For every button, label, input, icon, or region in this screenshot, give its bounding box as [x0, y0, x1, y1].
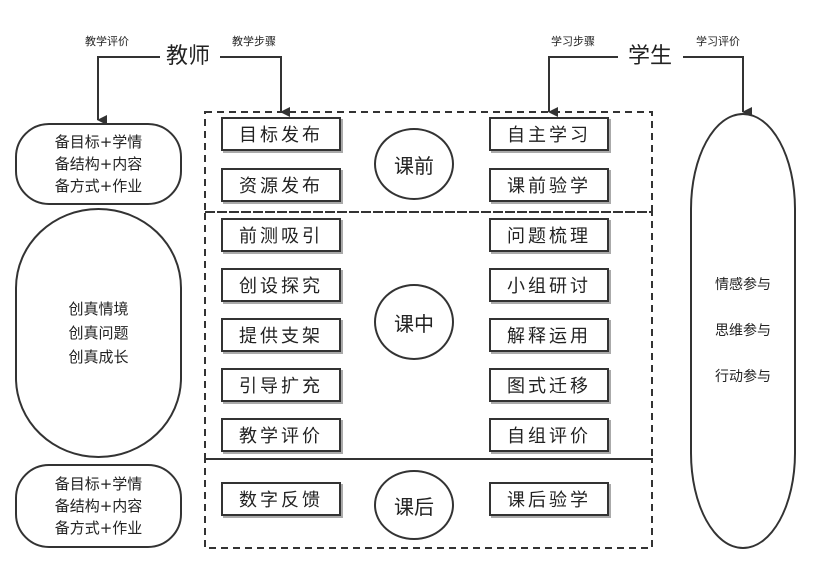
phase-during-class: 课中	[374, 284, 454, 360]
student-title: 学生	[628, 44, 673, 69]
teacher-steps-label: 教学步骤	[232, 35, 276, 48]
phase-before-class: 课前	[374, 128, 454, 200]
during-class-frame	[204, 211, 653, 460]
right-participation-item: 行动参与	[715, 369, 771, 385]
phase-after-class: 课后	[374, 470, 454, 540]
teacher-step-box: 提供支架	[221, 318, 341, 352]
teacher-step-box: 目标发布	[221, 117, 341, 151]
left-prep-item: 备目标+学情	[54, 475, 143, 493]
left-create-ellipse: 创真情境 创真问题 创真成长	[15, 208, 182, 458]
left-create-item: 创真成长	[68, 348, 129, 366]
teacher-step-box: 前测吸引	[221, 218, 341, 252]
teacher-step-box: 数字反馈	[221, 482, 341, 516]
student-step-box: 问题梳理	[489, 218, 609, 252]
student-step-box: 课前验学	[489, 168, 609, 202]
student-eval-arrow	[683, 56, 752, 117]
student-step-box: 自组评价	[489, 418, 609, 452]
right-participation-ellipse: 情感参与 思维参与 行动参与	[690, 113, 796, 549]
student-eval-label: 学习评价	[696, 35, 740, 48]
teacher-step-box: 引导扩充	[221, 368, 341, 402]
before-class-frame	[204, 111, 653, 213]
student-steps-label: 学习步骤	[551, 35, 595, 48]
left-prep-pill-bottom: 备目标+学情 备结构+内容 备方式+作业	[15, 464, 182, 548]
teacher-steps-arrow	[220, 56, 290, 117]
teacher-title: 教师	[166, 44, 211, 69]
right-participation-item: 思维参与	[715, 323, 771, 339]
left-create-item: 创真问题	[68, 324, 129, 342]
student-step-box: 小组研讨	[489, 268, 609, 302]
teacher-step-box: 资源发布	[221, 168, 341, 202]
left-prep-item: 备方式+作业	[54, 177, 143, 195]
left-prep-item: 备方式+作业	[54, 519, 143, 537]
student-step-box: 图式迁移	[489, 368, 609, 402]
student-steps-arrow	[548, 56, 618, 117]
left-prep-item: 备目标+学情	[54, 133, 143, 151]
teacher-eval-arrow	[97, 56, 160, 125]
right-participation-item: 情感参与	[715, 277, 771, 293]
student-step-box: 自主学习	[489, 117, 609, 151]
teacher-step-box: 创设探究	[221, 268, 341, 302]
after-class-frame	[204, 458, 653, 549]
left-create-item: 创真情境	[68, 300, 129, 318]
left-prep-item: 备结构+内容	[54, 497, 143, 515]
left-prep-pill-top: 备目标+学情 备结构+内容 备方式+作业	[15, 123, 182, 205]
teacher-step-box: 教学评价	[221, 418, 341, 452]
teacher-eval-label: 教学评价	[85, 35, 129, 48]
student-step-box: 课后验学	[489, 482, 609, 516]
left-prep-item: 备结构+内容	[54, 155, 143, 173]
student-step-box: 解释运用	[489, 318, 609, 352]
